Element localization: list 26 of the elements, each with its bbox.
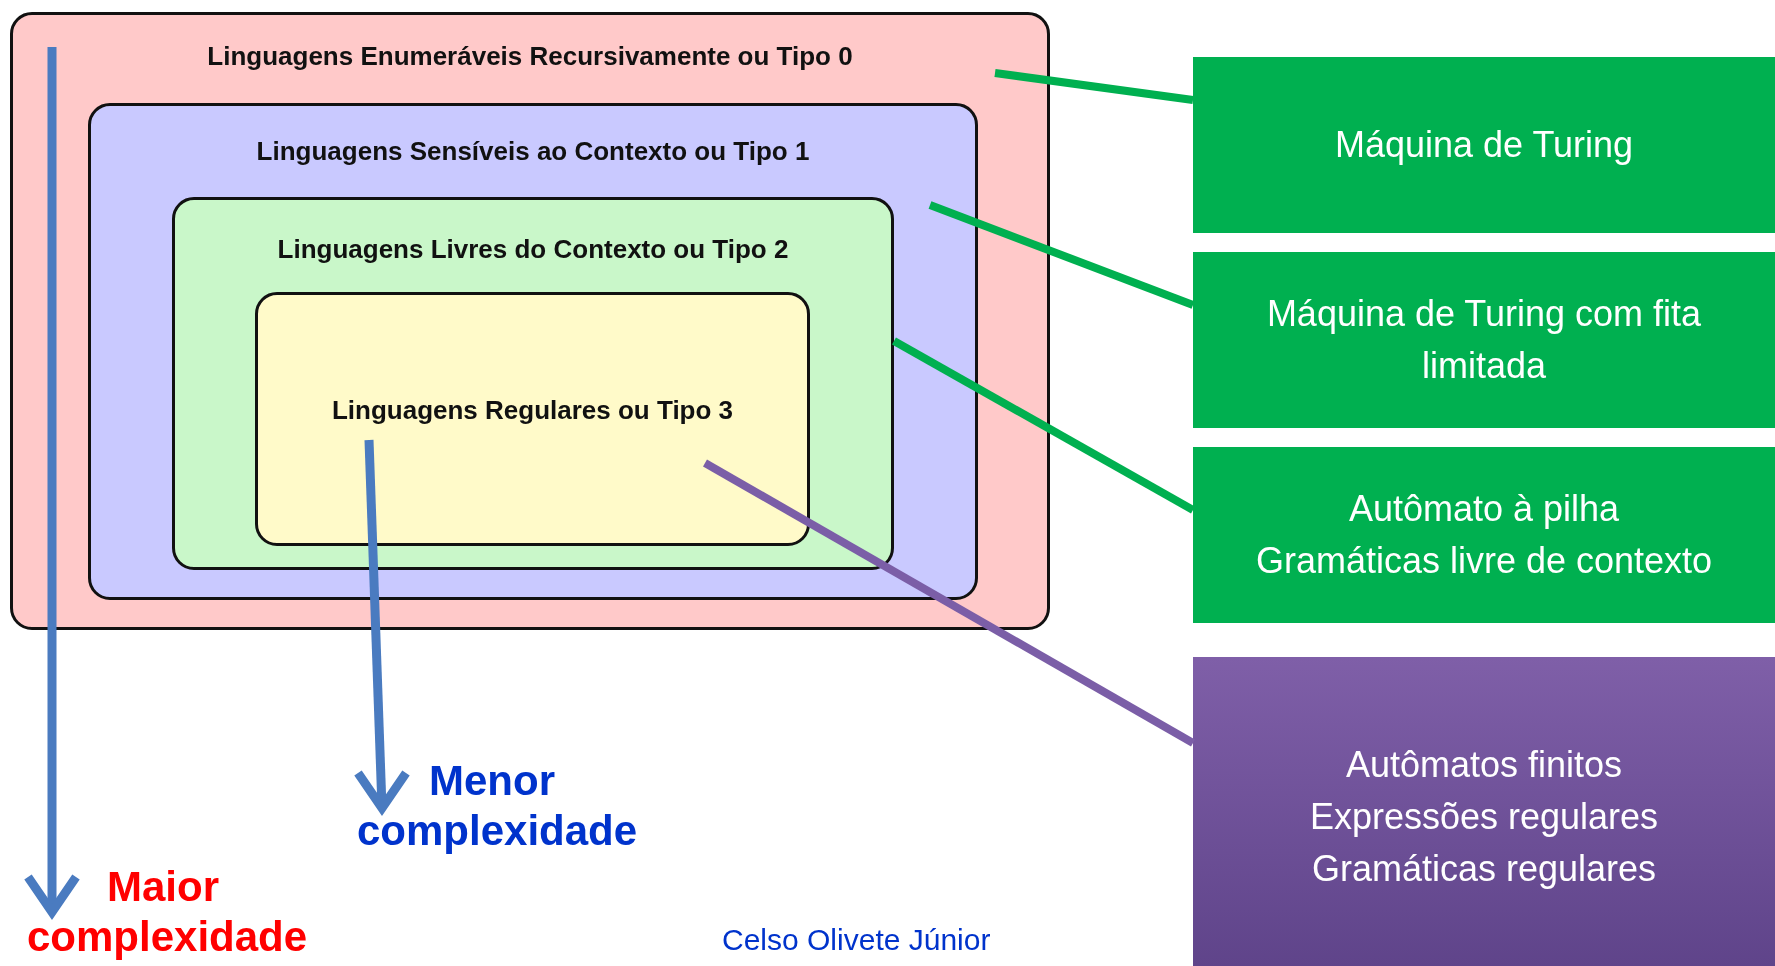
automaton-box: [1193, 447, 1775, 623]
automaton-box: [1193, 657, 1775, 966]
box-title: Linguagens Livres do Contexto ou Tipo 2: [276, 234, 790, 265]
automaton-text: Autômatos finitos: [1345, 742, 1623, 787]
language-class-box: [255, 292, 810, 546]
box-title: Linguagens Regulares ou Tipo 3: [330, 395, 735, 426]
automaton-text: Máquina de Turing com fita limitada: [1265, 291, 1703, 388]
automaton-box: [1193, 252, 1775, 428]
automaton-text: Expressões regulares: [1309, 794, 1659, 839]
automaton-text: Gramáticas regulares: [1311, 847, 1657, 892]
connector-line: [928, 201, 1195, 309]
box-title: Linguagens Enumeráveis Recursivamente ou Tipo 0: [206, 41, 854, 72]
automaton-text: Autômato à pilha: [1348, 486, 1620, 531]
author-credit: Celso Olivete Júnior: [722, 922, 992, 958]
connector-line: [703, 459, 1195, 747]
complexity-label: Maior complexidade: [27, 862, 309, 963]
connector-line: [994, 69, 1194, 104]
automaton-text: Gramáticas livre de contexto: [1255, 539, 1713, 583]
language-class-box: [172, 197, 894, 570]
language-class-box: [10, 12, 1050, 630]
language-class-box: [88, 103, 978, 600]
complexity-label: Menor complexidade: [357, 756, 639, 857]
automaton-text: Máquina de Turing: [1334, 122, 1634, 167]
box-title: Linguagens Sensíveis ao Contexto ou Tipo 1: [255, 136, 811, 167]
connector-line: [892, 337, 1195, 514]
automaton-box: [1193, 57, 1775, 233]
